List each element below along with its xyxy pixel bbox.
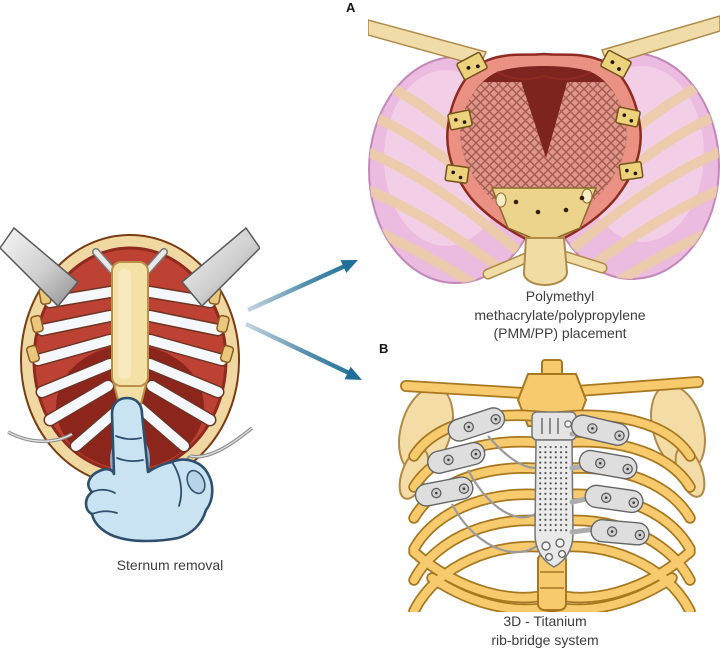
cut-muscle-edge: [496, 71, 592, 81]
screw-holes: [541, 538, 567, 562]
sternum-removal-illustration: [0, 226, 260, 543]
tendons: [92, 248, 168, 274]
lower-sternum-column: [482, 237, 608, 286]
thumbnail: [186, 469, 206, 495]
pmm-pp-caption-line1: Polymethyl: [525, 288, 595, 304]
option-arrows: [245, 260, 362, 380]
pmm-pp-illustration: [368, 15, 720, 286]
panel-a-label: A: [346, 0, 356, 15]
lower-sternal-plate: [490, 187, 598, 244]
pmm-pp-caption-line2: methacrylate/polypropylene: [474, 306, 646, 323]
panel-b-label: B: [379, 341, 389, 356]
titanium-caption-line2: rib-bridge system: [491, 631, 599, 648]
bone-anchor-tabs: [444, 49, 644, 184]
sternum-removal-caption: Sternum removal: [116, 557, 224, 573]
pmm-pp-caption-line3: (PMM/PP) placement: [493, 325, 627, 341]
surgical-wires: [7, 426, 254, 467]
pointing-hand: [84, 396, 214, 543]
arrow-to-option-a: [247, 260, 358, 313]
titanium-caption: 3D - Titanium rib-bridge system: [430, 612, 660, 649]
clavicles: [400, 376, 704, 400]
titanium-plate: [531, 411, 577, 568]
pmm-pp-caption: Polymethyl methacrylate/polypropylene (P…: [415, 287, 705, 343]
titanium-caption-line1: 3D - Titanium: [503, 613, 587, 629]
rib-clamps: [414, 407, 650, 546]
titanium-rib-bridge-illustration: [398, 359, 706, 612]
right-retractor: [180, 226, 260, 308]
arrow-to-option-b: [245, 321, 362, 380]
left-retractor: [0, 226, 80, 308]
